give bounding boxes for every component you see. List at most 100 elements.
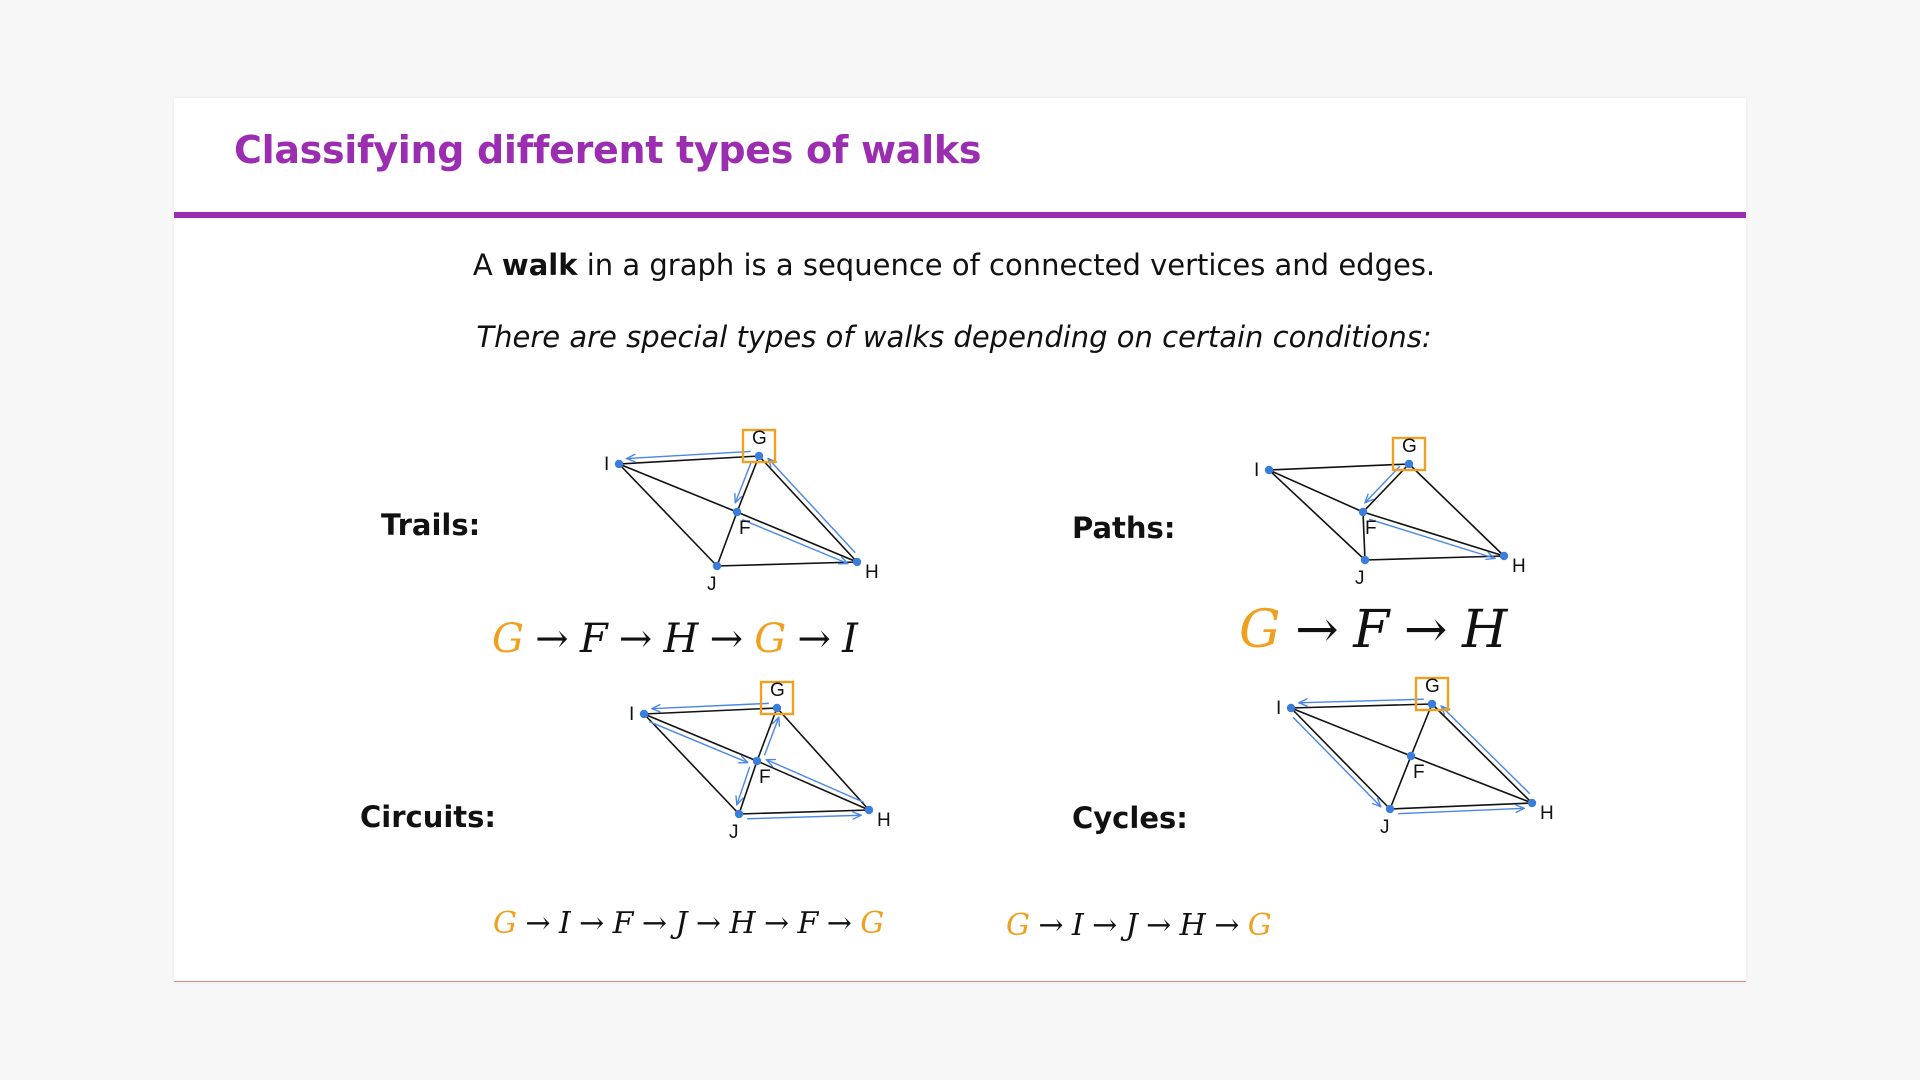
vertex-label: H xyxy=(1540,803,1554,824)
graph-edge xyxy=(736,511,858,563)
vertex-dot xyxy=(1360,555,1370,565)
sequence-vertex: J xyxy=(675,906,688,941)
graph-edge xyxy=(1362,511,1366,561)
vertex-dot xyxy=(1499,551,1509,561)
arrow-glyph: → xyxy=(535,616,569,662)
graph-edge xyxy=(716,561,858,567)
walk-sequence-cycles: G→I→J→H→G xyxy=(1006,908,1272,943)
vertex-label: G xyxy=(770,680,785,701)
vertex-label: F xyxy=(739,518,751,539)
vertex-label: H xyxy=(877,810,891,831)
vertex-dot xyxy=(1404,459,1414,469)
arrow-glyph: → xyxy=(1295,600,1339,660)
vertex-dot xyxy=(1358,507,1368,517)
sequence-vertex: F xyxy=(612,906,634,941)
graph-edge xyxy=(618,463,738,513)
vertex-dot xyxy=(1527,798,1537,808)
vertex-dot xyxy=(1286,703,1296,713)
graph-edge xyxy=(1290,707,1412,757)
start-vertex-box xyxy=(1391,436,1427,472)
arrow-glyph: → xyxy=(797,616,831,662)
vertex-dot xyxy=(1385,804,1395,814)
intro-prefix: A xyxy=(472,248,502,282)
vertex-dot xyxy=(614,459,624,469)
sequence-vertex: F xyxy=(1353,600,1390,660)
graph-circuits: G I F H J xyxy=(629,680,891,843)
sequence-vertex: G xyxy=(493,906,517,941)
walk-sequence-circuits: G→I→F→J→H→F→G xyxy=(493,906,884,941)
arrow-glyph: → xyxy=(1214,908,1240,943)
vertex-label: J xyxy=(1380,817,1390,838)
arrow-glyph: → xyxy=(1038,908,1064,943)
walk-sequence-paths: G→F→H xyxy=(1239,600,1507,660)
graph-edge xyxy=(1389,755,1412,810)
vertex-dot xyxy=(639,709,649,719)
walk-arrow xyxy=(1441,706,1531,795)
arrow-glyph: → xyxy=(579,906,605,941)
graph-edge xyxy=(758,455,858,563)
graph-edge xyxy=(1362,463,1410,513)
graph-edge xyxy=(643,713,740,815)
vertex-dot xyxy=(1406,751,1416,761)
vertex-label: F xyxy=(1365,518,1377,539)
arrow-glyph: → xyxy=(1146,908,1172,943)
vertex-dot xyxy=(732,507,742,517)
walk-arrow xyxy=(627,450,751,458)
start-vertex-box xyxy=(1414,676,1450,712)
walk-sequence-trails: G→F→H→G→I xyxy=(492,616,858,662)
start-vertex-box xyxy=(759,680,795,716)
graph-edge xyxy=(1290,703,1433,709)
walk-arrow xyxy=(1299,699,1424,703)
sequence-vertex: G xyxy=(1247,908,1272,943)
intro-text: A walk in a graph is a sequence of conne… xyxy=(174,248,1734,282)
intro-suffix: in a graph is a sequence of connected ve… xyxy=(577,248,1436,282)
vertex-label: G xyxy=(1425,676,1440,697)
vertex-label: J xyxy=(729,822,739,843)
graph-edge xyxy=(1268,469,1364,513)
graph-edge xyxy=(756,707,778,762)
walk-arrow xyxy=(763,717,779,756)
graph-edge xyxy=(1408,463,1505,557)
graph-edge xyxy=(1389,802,1533,810)
graph-edge xyxy=(776,707,870,811)
section-label-cycles: Cycles: xyxy=(1072,801,1188,835)
graph-edge xyxy=(1268,463,1410,471)
start-vertex-box xyxy=(741,428,777,464)
slide: Classifying different types of walks A w… xyxy=(174,98,1746,982)
arrow-glyph: → xyxy=(618,616,653,662)
sequence-vertex: H xyxy=(1461,600,1508,660)
walk-arrow xyxy=(747,815,861,819)
walk-arrow xyxy=(742,519,847,564)
walk-arrow xyxy=(768,458,856,554)
sequence-vertex: I xyxy=(558,906,571,941)
arrow-glyph: → xyxy=(695,906,721,941)
sequence-vertex: H xyxy=(729,906,756,941)
sequence-vertex: H xyxy=(663,616,699,662)
vertex-dot xyxy=(734,809,744,819)
sequence-vertex: F xyxy=(579,616,608,662)
walk-arrow xyxy=(735,461,753,503)
vertex-label: F xyxy=(759,767,771,788)
vertex-label: J xyxy=(707,574,717,595)
sequence-vertex: G xyxy=(860,906,885,941)
graph-edge xyxy=(738,760,758,815)
walk-arrow xyxy=(1365,465,1401,502)
arrow-glyph: → xyxy=(1092,908,1118,943)
sequence-vertex: G xyxy=(754,616,787,662)
arrow-glyph: → xyxy=(709,616,744,662)
vertex-dot xyxy=(712,561,722,571)
graph-edge xyxy=(1364,555,1505,561)
arrow-glyph: → xyxy=(525,906,551,941)
vertex-label: G xyxy=(1402,436,1417,457)
graph-edge xyxy=(1362,511,1505,557)
vertex-label: I xyxy=(604,454,609,475)
vertex-label: I xyxy=(629,704,634,725)
sequence-vertex: H xyxy=(1179,908,1206,943)
vertex-dot xyxy=(1427,699,1437,709)
graph-edge xyxy=(756,760,870,811)
sequence-vertex: G xyxy=(1239,600,1281,660)
graph-edge xyxy=(736,455,760,513)
vertex-label: I xyxy=(1276,698,1281,719)
